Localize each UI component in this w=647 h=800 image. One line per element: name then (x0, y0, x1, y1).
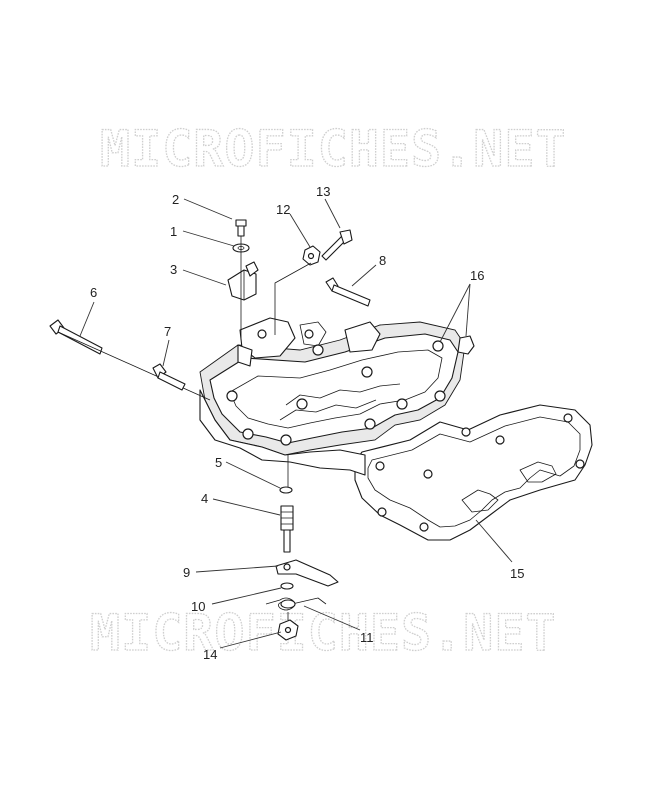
callout-1: 1 (170, 224, 177, 239)
spring-11-part (265, 597, 327, 611)
callout-10: 10 (191, 599, 205, 614)
nut-12-part (274, 245, 321, 335)
screw-2-part (235, 219, 247, 340)
leader-1 (182, 230, 235, 247)
washer-10-part (280, 582, 294, 590)
leader-8 (351, 264, 377, 287)
shaft-4-part (279, 455, 294, 553)
callout-16: 16 (470, 268, 484, 283)
leader-3 (182, 269, 227, 286)
leader-5 (225, 461, 281, 489)
bolt-13-part (321, 229, 353, 261)
nut-14-part (277, 612, 299, 641)
callout-9: 9 (183, 565, 190, 580)
leader-11 (303, 605, 361, 631)
bolt-8-part (325, 277, 371, 307)
leader-2 (183, 198, 233, 220)
watermark-bottom: MICROFICHES.NET (90, 604, 557, 662)
callout-4: 4 (201, 491, 208, 506)
bracket-3-part (227, 261, 259, 301)
callout-5: 5 (215, 455, 222, 470)
leader-4 (212, 498, 281, 516)
callout-7: 7 (164, 324, 171, 339)
leader-14 (219, 631, 282, 649)
leader-16a (439, 283, 471, 343)
callout-8: 8 (379, 253, 386, 268)
leader-12 (289, 213, 311, 248)
callout-11: 11 (360, 630, 374, 645)
leader-15 (475, 519, 513, 563)
gasket-part (354, 404, 593, 541)
callout-13: 13 (316, 184, 330, 199)
leader-7 (162, 339, 170, 367)
leader-6 (79, 301, 95, 337)
leader-16b (465, 283, 471, 337)
callout-14: 14 (203, 647, 217, 662)
leader-9 (195, 565, 279, 573)
bolt-6-part (49, 319, 211, 401)
bolt-7-part (152, 363, 186, 391)
watermark-top: MICROFICHES.NET (100, 120, 567, 178)
lever-9-part (275, 559, 339, 587)
leader-13 (324, 198, 341, 229)
callout-2: 2 (172, 192, 179, 207)
callout-15: 15 (510, 566, 524, 581)
leader-10 (211, 587, 282, 605)
callout-12: 12 (276, 202, 290, 217)
callout-6: 6 (90, 285, 97, 300)
callout-3: 3 (170, 262, 177, 277)
manifold-body-part (199, 317, 475, 476)
